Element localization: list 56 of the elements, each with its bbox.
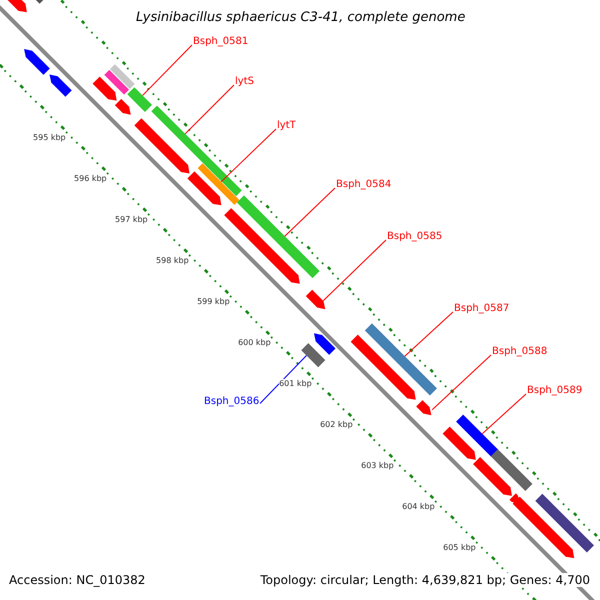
- gene-feature: [104, 70, 130, 95]
- scale-label: 603 kbp: [361, 460, 394, 470]
- gene-feature: [512, 496, 574, 558]
- gene-feature: [442, 426, 476, 460]
- gene-feature: [224, 208, 300, 284]
- scale-label: 598 kbp: [156, 256, 189, 265]
- leader-line: [284, 188, 336, 237]
- genome-info-text: Topology: circular; Length: 4,639,821 bp; Genes: 4,700: [260, 573, 590, 587]
- scale-label: 599 kbp: [197, 296, 230, 306]
- gene-feature: [416, 400, 432, 416]
- gene-feature: [187, 171, 222, 206]
- gene-feature: [236, 195, 320, 278]
- gene-label: Bsph_0588: [492, 346, 548, 357]
- scale-label: 601 kbp: [279, 378, 312, 388]
- gene-feature: [114, 98, 131, 115]
- gene-feature: [350, 334, 416, 400]
- gene-label: lytS: [235, 76, 254, 87]
- gene-label: Bsph_0581: [193, 36, 248, 47]
- scale-label: 595 kbp: [33, 132, 66, 142]
- leader-line: [142, 44, 192, 96]
- scale-label: 597 kbp: [115, 214, 148, 224]
- gene-label: lytT: [277, 120, 296, 131]
- leader-line: [322, 240, 386, 302]
- gene-feature: [535, 494, 594, 552]
- gene-feature: [127, 87, 152, 112]
- title: Lysinibacillus sphaericus C3-41, complete genome: [135, 10, 466, 25]
- gene-label: Bsph_0586: [204, 396, 260, 407]
- accession-text: Accession: NC_010382: [9, 573, 146, 587]
- gene-feature: [473, 457, 512, 496]
- gene-feature: [490, 449, 532, 491]
- gene-feature: [151, 106, 242, 196]
- gene-label: Bsph_0587: [454, 303, 510, 314]
- scale-label: 600 kbp: [238, 338, 271, 347]
- leader-line: [260, 355, 307, 404]
- gene-feature: [134, 118, 190, 174]
- gene-feature: [110, 64, 135, 89]
- gene-label: Bsph_0585: [387, 231, 442, 242]
- scale-label: 596 kbp: [74, 174, 107, 183]
- scale-label: 605 kbp: [443, 542, 476, 552]
- leader-line: [404, 312, 454, 357]
- gene-label: Bsph_0584: [336, 179, 392, 190]
- gene-feature: [364, 323, 437, 396]
- gene-label: Bsph_0589: [527, 385, 582, 396]
- gene-feature: [456, 414, 498, 458]
- gene-feature: [198, 163, 240, 205]
- gene-feature: [306, 290, 326, 310]
- gene-feature: [24, 49, 50, 75]
- gene-feature: [50, 74, 72, 97]
- gene-feature: [301, 343, 326, 368]
- gene-feature: [92, 76, 117, 101]
- leader-line: [220, 128, 276, 182]
- scale-label: 602 kbp: [320, 420, 353, 429]
- scale-label: 604 kbp: [402, 502, 435, 511]
- leader-line: [482, 394, 526, 434]
- leader-line: [432, 354, 492, 410]
- gene-feature: [314, 333, 336, 355]
